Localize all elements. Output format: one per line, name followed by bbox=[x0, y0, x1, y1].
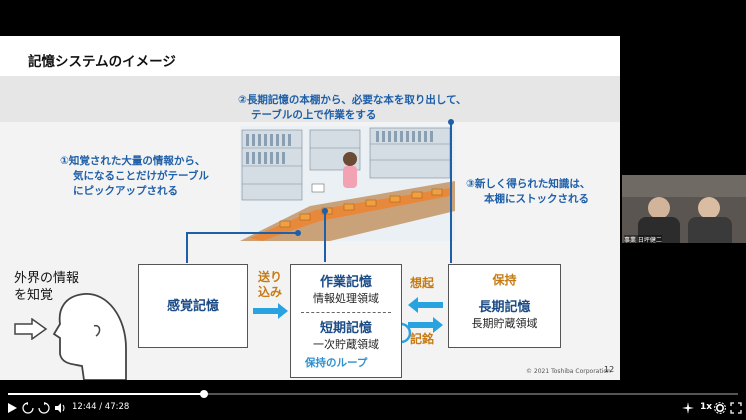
recall-label: 想起 bbox=[410, 276, 434, 291]
long-term-memory-sub: 長期貯蔵領域 bbox=[449, 315, 560, 331]
retain-label: 保持 bbox=[449, 271, 560, 288]
memorize-label: 記銘 bbox=[410, 332, 434, 347]
webcam-thumbnail[interactable]: 事業 日坪健二 bbox=[622, 175, 746, 243]
short-term-memory-sub: 一次貯蔵領域 bbox=[291, 336, 401, 352]
page-number: 12 bbox=[604, 365, 614, 374]
playback-speed-button[interactable]: 1x bbox=[700, 402, 712, 412]
volume-icon[interactable] bbox=[54, 402, 66, 414]
input-arrow-icon bbox=[14, 318, 48, 340]
send-line-1: 送り bbox=[258, 270, 282, 285]
copyright-text: © 2021 Toshiba Corporation bbox=[526, 368, 611, 375]
time-display: 12:44 / 47:28 bbox=[72, 402, 129, 412]
person-2-body bbox=[688, 217, 732, 243]
send-line-2: 込み bbox=[258, 285, 282, 300]
fullscreen-icon[interactable] bbox=[730, 402, 742, 414]
person-2-head bbox=[698, 197, 720, 219]
working-memory-sub: 情報処理領域 bbox=[291, 290, 401, 306]
play-icon[interactable] bbox=[8, 403, 17, 413]
webcam-caption: 事業 日坪健二 bbox=[624, 235, 662, 243]
send-label: 送り 込み bbox=[258, 270, 282, 300]
total-time: 47:28 bbox=[105, 402, 130, 412]
loop-label: 保持のループ bbox=[305, 356, 367, 371]
player-controls: 12:44 / 47:28 1x bbox=[0, 380, 746, 420]
outside-info-line-2: を知覚 bbox=[14, 287, 79, 304]
rewind-10-icon[interactable] bbox=[22, 402, 34, 414]
long-term-memory-box: 保持 長期記憶 長期貯蔵領域 bbox=[448, 264, 561, 348]
short-term-memory-title: 短期記憶 bbox=[291, 317, 401, 336]
forward-10-icon[interactable] bbox=[38, 402, 50, 414]
outside-info-line-1: 外界の情報 bbox=[14, 270, 79, 287]
long-term-memory-title: 長期記憶 bbox=[449, 296, 560, 315]
progress-track[interactable] bbox=[8, 393, 738, 395]
sensory-memory-label: 感覚記憶 bbox=[139, 295, 247, 314]
person-1-head bbox=[648, 197, 670, 219]
sensory-memory-box: 感覚記憶 bbox=[138, 264, 248, 348]
settings-gear-icon[interactable] bbox=[714, 402, 726, 414]
current-time: 12:44 bbox=[72, 402, 97, 412]
sparkle-icon[interactable] bbox=[682, 402, 694, 414]
outside-info-label: 外界の情報 を知覚 bbox=[14, 270, 79, 304]
webcam-wall bbox=[622, 175, 746, 197]
divider bbox=[301, 312, 391, 313]
progress-knob[interactable] bbox=[200, 390, 208, 398]
progress-fill bbox=[8, 393, 204, 395]
working-memory-title: 作業記憶 bbox=[291, 271, 401, 290]
presentation-slide: 記憶システムのイメージ ②長期記憶の本棚から、必要な本を取り出して、 テーブルの… bbox=[0, 36, 620, 380]
